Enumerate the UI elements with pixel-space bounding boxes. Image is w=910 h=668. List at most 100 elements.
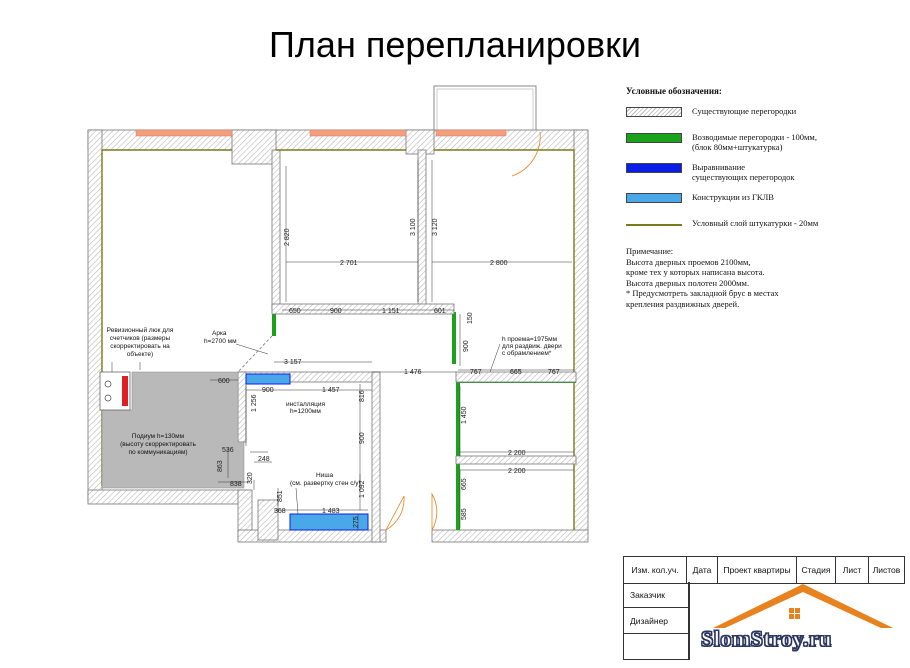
dim-1092: 1 092 [359, 480, 366, 498]
note-line: h=2700 мм [204, 338, 237, 345]
legend-item-existing: Существующие перегородки [626, 106, 896, 124]
dim-838: 838 [230, 481, 242, 488]
windows [135, 129, 507, 137]
dim-900b: 900 [463, 340, 470, 352]
dim-368: 368 [274, 508, 286, 515]
legend-item-gklv: Конструкции из ГКЛВ [626, 192, 896, 210]
dim-2200a: 2 200 [508, 450, 526, 457]
annotation-installation: инсталляция h=1200мм [286, 401, 325, 415]
legend-item-label: Существующие перегородки [692, 106, 797, 116]
page-title: План перепланировки [269, 24, 641, 65]
plaster-line-icon [626, 224, 682, 226]
dim-275: 275 [353, 516, 360, 528]
note-line: (высоту скорректировать [120, 441, 196, 448]
remark-line: Высота дверных полотен 2000мм. [626, 277, 750, 288]
legend-item-label: Возводимые перегородки - 100мм, (блок 80… [692, 132, 817, 152]
dim-900a: 900 [330, 308, 342, 315]
dim-150: 150 [467, 312, 474, 324]
legend-item-align: Выравнивание существующих перегородок [626, 162, 896, 184]
dim-2701: 2 701 [340, 260, 358, 267]
remark-line: Примечание: [626, 246, 674, 256]
note-line: скорректировать на [110, 343, 170, 350]
remark-line: Высота дверных проемов 2100мм, [626, 256, 751, 267]
stamp-divider [689, 582, 690, 660]
dim-1450: 1 450 [461, 406, 468, 424]
header-cell: Стадия [797, 557, 836, 583]
remark-line: * Предусмотреть закладной брус в местах [626, 288, 779, 298]
dim-2820: 2 820 [284, 228, 291, 246]
dim-3157: 3 157 [284, 359, 302, 366]
legend-item-label: Конструкции из ГКЛВ [692, 192, 774, 202]
stamp-row-empty [623, 634, 689, 660]
legend-item-label: Выравнивание существующих перегородок [692, 162, 795, 182]
dimension-labels: 2 820 3 100 3 120 2 701 2 800 650 900 1 … [217, 218, 560, 528]
note-line: счетчиков (размеры [110, 335, 171, 342]
dim-1457: 1 457 [322, 387, 340, 394]
dim-816: 816 [359, 390, 366, 402]
header-cell: Лист [836, 557, 869, 583]
legend-heading: Условные обозначения: [626, 86, 722, 96]
dim-2200b: 2 200 [508, 468, 526, 475]
legend: Условные обозначения: Существующие перег… [626, 86, 896, 309]
note-line: инсталляция [286, 401, 325, 408]
annotation-niche: Ниша (см. развертку стен с/у) [290, 472, 361, 515]
dim-650: 650 [289, 308, 301, 315]
stamp-row-customer: Заказчик [623, 582, 689, 608]
dim-601: 601 [434, 308, 446, 315]
remarks: Примечание: Высота дверных проемов 2100м… [626, 246, 896, 309]
note-line: Ниша [316, 472, 334, 479]
dim-3120: 3 120 [432, 218, 439, 236]
dim-248: 248 [258, 456, 270, 463]
dim-1483: 1 483 [322, 508, 340, 515]
dim-665b: 665 [461, 478, 468, 490]
logo-text: SlomStroy.ru [701, 626, 832, 652]
note-line: по коммуникациям) [128, 449, 187, 456]
note-line: Арка [212, 330, 227, 337]
note-line: h=1200мм [290, 408, 321, 415]
doors [385, 131, 541, 531]
remark-line: крепления раздвижных дверей. [626, 298, 740, 309]
header-cell: Листов [872, 565, 901, 575]
logo-roof-icon [713, 584, 893, 628]
dim-665a: 665 [510, 369, 522, 376]
dim-600: 600 [218, 378, 230, 385]
note-line: объекте) [127, 350, 153, 358]
dim-2800: 2 800 [490, 260, 508, 267]
dim-3100: 3 100 [410, 218, 417, 236]
annotation-revision-hatch: Ревизионный люк для счетчиков (размеры с… [107, 326, 174, 372]
annotation-sliding-door: h проема=1975мм для раздвиж. двери с обр… [489, 336, 562, 373]
dim-585: 585 [461, 508, 468, 520]
dim-536: 536 [222, 447, 234, 454]
dim-320: 320 [247, 472, 254, 484]
dim-851: 851 [277, 490, 284, 502]
note-line: Ревизионный люк для [107, 326, 174, 334]
gklv-constructions [245, 373, 369, 531]
dim-863: 863 [217, 460, 224, 472]
gklv-swatch-icon [626, 193, 682, 203]
interior-walls [237, 303, 577, 543]
green-swatch-icon [626, 133, 682, 143]
dim-900d: 900 [359, 432, 366, 444]
note-line: с обрамлением* [502, 349, 552, 357]
dim-767b: 767 [548, 369, 560, 376]
blue-swatch-icon [626, 163, 682, 173]
annotation-podium: Подиум h=130мм (высоту скорректировать п… [120, 433, 196, 456]
meter-box [99, 371, 131, 411]
dimension-lines [210, 160, 574, 530]
dim-900c: 900 [262, 387, 274, 394]
hatch-swatch-icon [626, 107, 682, 117]
legend-item-plaster: Условный слой штукатурки - 20мм [626, 218, 896, 236]
title-block: Изм. кол.уч. Дата Проект квартиры Стадия… [623, 556, 905, 660]
dim-1476: 1 476 [404, 369, 422, 376]
header-cell: Изм. кол.уч. [624, 557, 687, 583]
remark-line: кроме тех у которых написана высота. [626, 267, 765, 277]
header-cell: Проект квартиры [718, 557, 797, 583]
dim-1256: 1 256 [251, 394, 258, 412]
legend-item-new: Возводимые перегородки - 100мм, (блок 80… [626, 132, 896, 154]
annotation-arch: Арка h=2700 мм [204, 330, 269, 355]
title-block-header: Изм. кол.уч. Дата Проект квартиры Стадия… [623, 556, 905, 584]
dim-1151: 1 151 [382, 308, 400, 315]
balcony-outline [433, 85, 537, 133]
dim-767a: 767 [470, 369, 482, 376]
